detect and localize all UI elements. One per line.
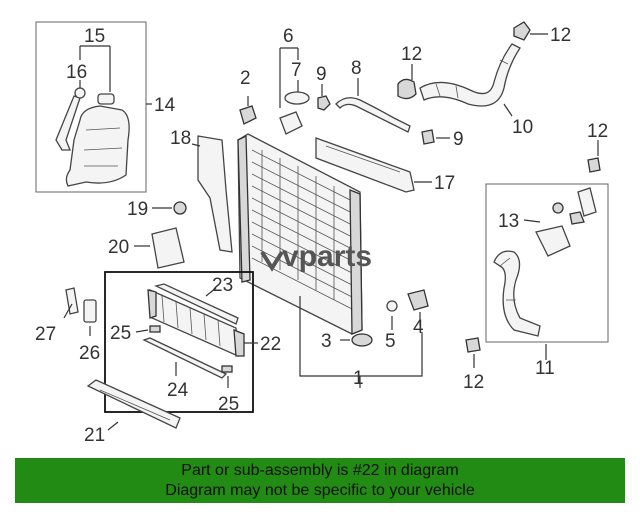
callout-2: 2 <box>240 68 251 89</box>
coolant-reservoir <box>55 87 130 187</box>
callout-8: 8 <box>351 58 362 79</box>
callout-9b: 9 <box>453 129 464 150</box>
hose-clamp-12b <box>397 78 417 100</box>
callout-11: 11 <box>535 358 555 379</box>
hose-clamp-12d <box>465 337 481 353</box>
grille-shutter-assembly[interactable] <box>147 288 245 358</box>
reservoir-group-box <box>35 21 147 193</box>
callout-1: 1 <box>353 368 364 389</box>
seal-24 <box>142 337 228 379</box>
fitting-4 <box>407 289 429 311</box>
parts-diagram: vparts 1 2 3 4 5 6 7 8 9 9 10 11 12 12 1… <box>35 21 609 446</box>
callout-6: 6 <box>283 26 294 47</box>
callout-26: 26 <box>79 343 100 364</box>
watermark-logo: vparts <box>260 240 372 273</box>
air-guide-20 <box>151 227 185 269</box>
lower-radiator-hose <box>493 250 541 337</box>
banner-line-2: Diagram may not be specific to your vehi… <box>165 482 475 499</box>
bracket-27 <box>65 287 79 315</box>
callout-18: 18 <box>170 128 191 149</box>
callout-16: 16 <box>66 62 87 83</box>
drain-cock-3 <box>351 333 373 347</box>
callout-13: 13 <box>498 211 519 232</box>
hose-joint <box>535 187 597 257</box>
radiator-cap <box>284 91 310 105</box>
upper-support-bracket <box>315 137 415 193</box>
callout-25a: 25 <box>110 323 131 344</box>
callout-15: 15 <box>84 26 105 47</box>
hose-group-box <box>485 183 609 343</box>
air-guide-left <box>197 135 233 253</box>
shutter-group-box <box>104 271 254 413</box>
callout-7: 7 <box>291 60 302 81</box>
drain-bolt <box>239 96 257 125</box>
callout-4: 4 <box>413 317 424 338</box>
grommet-19 <box>173 201 187 215</box>
callout-17: 17 <box>434 173 455 194</box>
banner-line-1: Part or sub-assembly is #22 in diagram <box>181 462 459 479</box>
clamp-9b <box>421 129 435 145</box>
overflow-tube <box>335 97 411 133</box>
lower-seal-21 <box>86 379 181 429</box>
callout-25b: 25 <box>218 394 239 415</box>
callout-12c: 12 <box>587 121 608 142</box>
clip-25a <box>149 325 161 333</box>
callout-12a: 12 <box>550 25 571 46</box>
clamp-9a <box>317 95 331 111</box>
callout-9a: 9 <box>316 64 327 85</box>
filler-neck <box>279 111 303 135</box>
callout-19: 19 <box>127 199 148 220</box>
callout-12b: 12 <box>401 44 422 65</box>
callout-27: 27 <box>35 324 56 345</box>
info-banner: Part or sub-assembly is #22 in diagram D… <box>15 458 625 503</box>
hose-clamp-12c <box>587 157 601 173</box>
callout-20: 20 <box>108 237 129 258</box>
hose-clamp-12a <box>513 21 531 41</box>
callout-21: 21 <box>84 425 105 446</box>
bracket-26 <box>83 299 97 323</box>
callout-12d: 12 <box>463 372 484 393</box>
clip-25b <box>221 365 233 373</box>
callout-22: 22 <box>260 334 281 355</box>
callout-5: 5 <box>385 331 396 352</box>
callout-24: 24 <box>167 380 189 401</box>
radiator-core <box>237 133 363 335</box>
callout-3: 3 <box>321 331 332 352</box>
watermark-text: vparts <box>282 240 372 273</box>
seal-23 <box>154 283 239 325</box>
callout-14: 14 <box>154 95 176 116</box>
upper-radiator-hose <box>419 43 521 107</box>
callout-10: 10 <box>512 117 533 138</box>
o-ring-5 <box>386 300 398 312</box>
callout-23: 23 <box>212 275 233 296</box>
